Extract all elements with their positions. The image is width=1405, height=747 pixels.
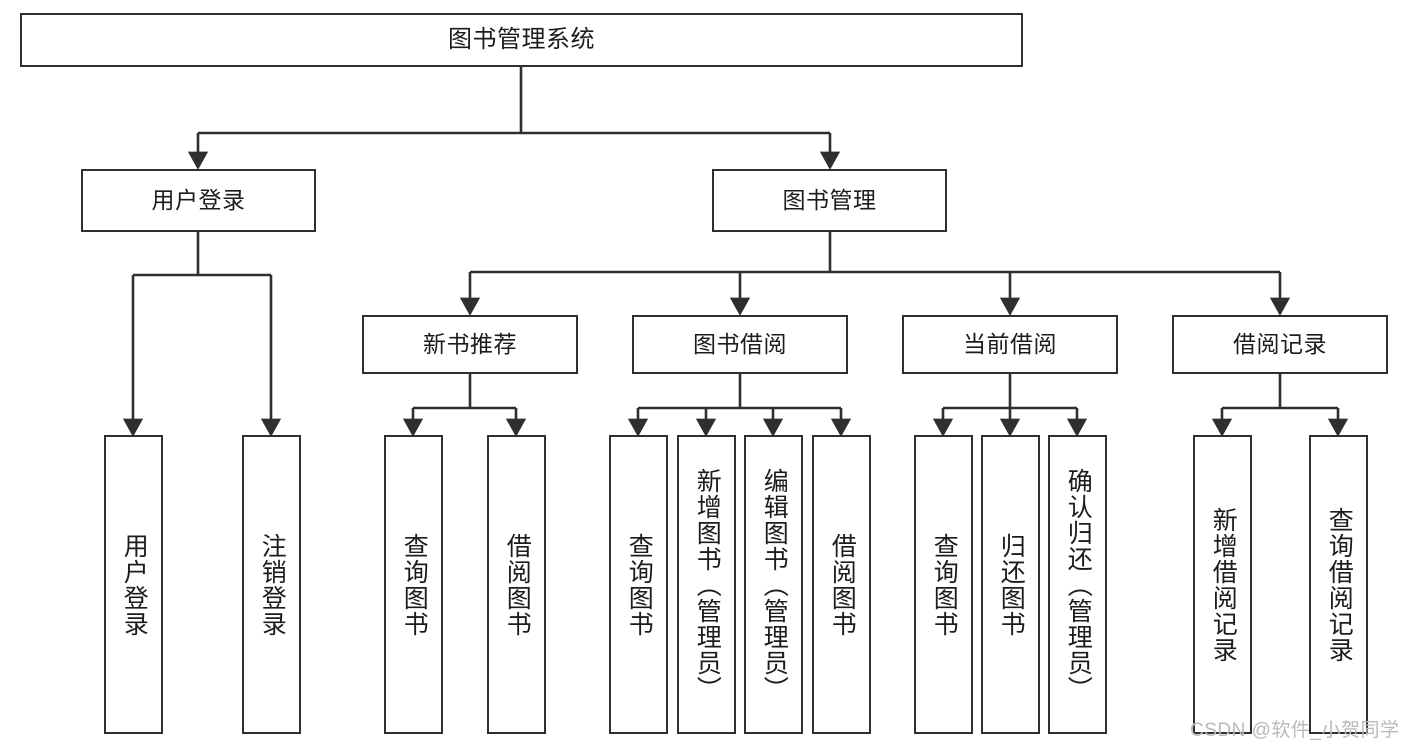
leaf-borrow-book-2[interactable]: 借阅图书 xyxy=(812,435,871,734)
node-user-login-label: 用户登录 xyxy=(151,186,246,213)
node-book-manage[interactable]: 图书管理 xyxy=(712,169,947,232)
leaf-query-record-label: 查询借阅记录 xyxy=(1325,506,1354,663)
leaf-query-book-2-label: 查询图书 xyxy=(625,532,654,637)
leaf-query-book-3-label: 查询图书 xyxy=(930,532,959,637)
leaf-borrow-book-1-label: 借阅图书 xyxy=(503,532,532,637)
leaf-query-book-1[interactable]: 查询图书 xyxy=(384,435,443,734)
node-user-login[interactable]: 用户登录 xyxy=(81,169,316,232)
leaf-user-login[interactable]: 用户登录 xyxy=(104,435,163,734)
node-book-manage-label: 图书管理 xyxy=(782,186,877,213)
leaf-user-logout-label: 注销登录 xyxy=(258,532,287,637)
node-borrow-record-label: 借阅记录 xyxy=(1233,330,1327,357)
leaf-return-book-label: 归还图书 xyxy=(997,532,1026,637)
leaf-confirm-return-label: 确认归还（管理员） xyxy=(1064,467,1093,702)
node-current-borrow[interactable]: 当前借阅 xyxy=(902,315,1118,374)
node-book-borrow-label: 图书借阅 xyxy=(693,330,787,357)
leaf-query-book-1-label: 查询图书 xyxy=(400,532,429,637)
leaf-edit-book-label: 编辑图书（管理员） xyxy=(760,467,789,702)
leaf-user-logout[interactable]: 注销登录 xyxy=(242,435,301,734)
node-borrow-record[interactable]: 借阅记录 xyxy=(1172,315,1388,374)
node-root-label: 图书管理系统 xyxy=(448,25,595,53)
leaf-borrow-book-2-label: 借阅图书 xyxy=(828,532,857,637)
leaf-edit-book[interactable]: 编辑图书（管理员） xyxy=(744,435,803,734)
leaf-query-book-2[interactable]: 查询图书 xyxy=(609,435,668,734)
leaf-add-book-label: 新增图书（管理员） xyxy=(693,467,722,702)
leaf-user-login-label: 用户登录 xyxy=(120,532,149,637)
leaf-query-book-3[interactable]: 查询图书 xyxy=(914,435,973,734)
node-new-book-recommend-label: 新书推荐 xyxy=(423,330,517,357)
node-book-borrow[interactable]: 图书借阅 xyxy=(632,315,848,374)
node-new-book-recommend[interactable]: 新书推荐 xyxy=(362,315,578,374)
leaf-confirm-return[interactable]: 确认归还（管理员） xyxy=(1048,435,1107,734)
leaf-query-record[interactable]: 查询借阅记录 xyxy=(1309,435,1368,734)
leaf-borrow-book-1[interactable]: 借阅图书 xyxy=(487,435,546,734)
leaf-return-book[interactable]: 归还图书 xyxy=(981,435,1040,734)
leaf-add-record-label: 新增借阅记录 xyxy=(1209,506,1238,663)
node-current-borrow-label: 当前借阅 xyxy=(963,330,1057,357)
node-root[interactable]: 图书管理系统 xyxy=(20,13,1023,67)
leaf-add-record[interactable]: 新增借阅记录 xyxy=(1193,435,1252,734)
watermark: CSDN @软件_小贺同学 xyxy=(1190,720,1400,741)
leaf-add-book[interactable]: 新增图书（管理员） xyxy=(677,435,736,734)
